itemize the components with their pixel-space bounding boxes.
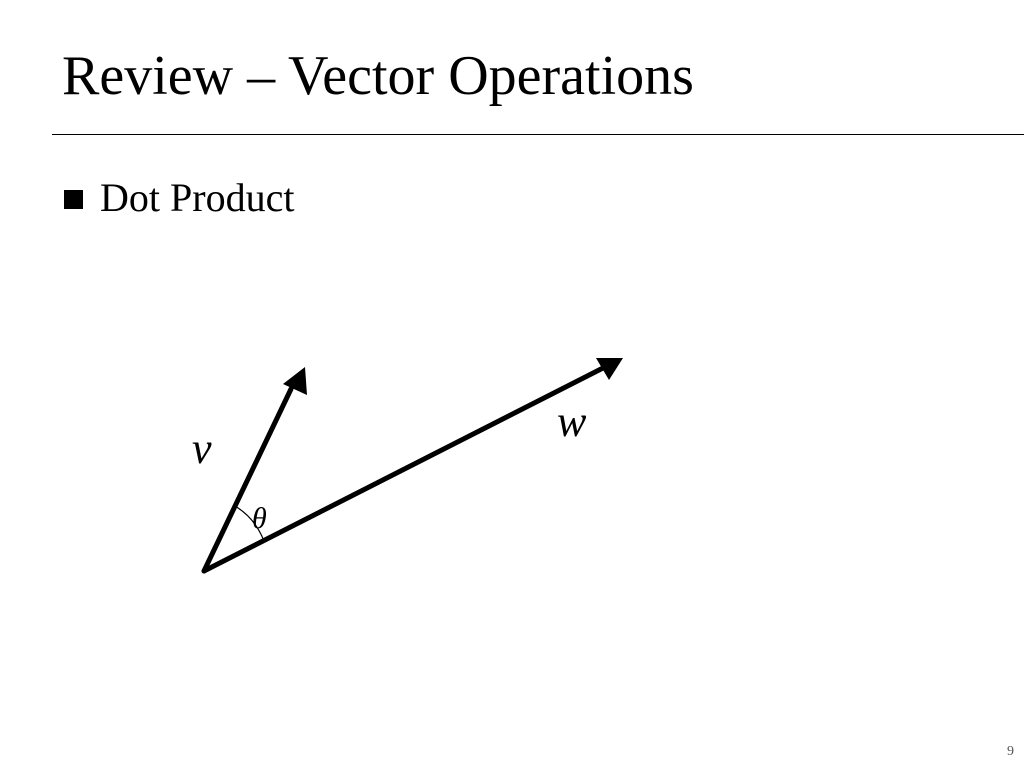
vector-v-label: v: [192, 424, 212, 473]
vector-w-line: [201, 365, 606, 574]
bullet-item: Dot Product: [64, 174, 294, 222]
square-bullet-icon: [64, 189, 83, 209]
vector-w-label: w: [557, 397, 587, 446]
vector-v-arrowhead: [283, 367, 307, 395]
slide-title: Review – Vector Operations: [62, 45, 694, 107]
bullet-text: Dot Product: [100, 175, 295, 220]
angle-arc: [234, 505, 265, 542]
vector-v-line: [201, 386, 294, 574]
page-number: 9: [1007, 744, 1014, 759]
vector-w-arrowhead: [596, 358, 623, 380]
angle-theta-label: θ: [252, 502, 267, 535]
title-divider: [52, 134, 1024, 135]
